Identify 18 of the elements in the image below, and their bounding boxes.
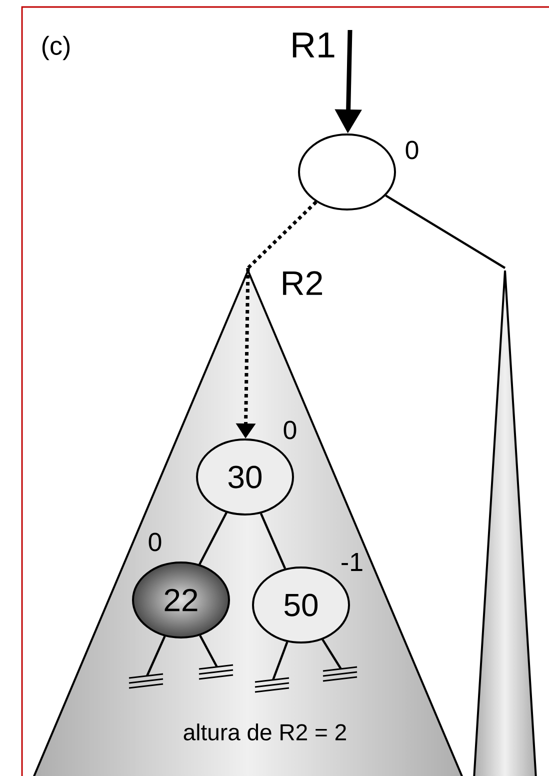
link: [246, 200, 318, 270]
balance-factor: 0: [284, 420, 296, 440]
edge-label: R1: [292, 32, 334, 58]
link: [272, 642, 288, 680]
balance-factor: 0: [148, 532, 162, 552]
balance-factor: 0: [406, 140, 418, 160]
link: [199, 634, 218, 668]
link: [322, 638, 342, 670]
link: [385, 194, 506, 269]
tree-node: [298, 134, 396, 210]
tree-node: 22: [132, 562, 230, 638]
link: [146, 636, 166, 676]
link: [260, 512, 286, 570]
tree-node: 30: [196, 438, 294, 516]
link: [198, 512, 228, 565]
tree-node: 50: [252, 566, 350, 644]
panel-label: (c): [42, 36, 70, 60]
subtree-label: R2: [283, 271, 322, 295]
